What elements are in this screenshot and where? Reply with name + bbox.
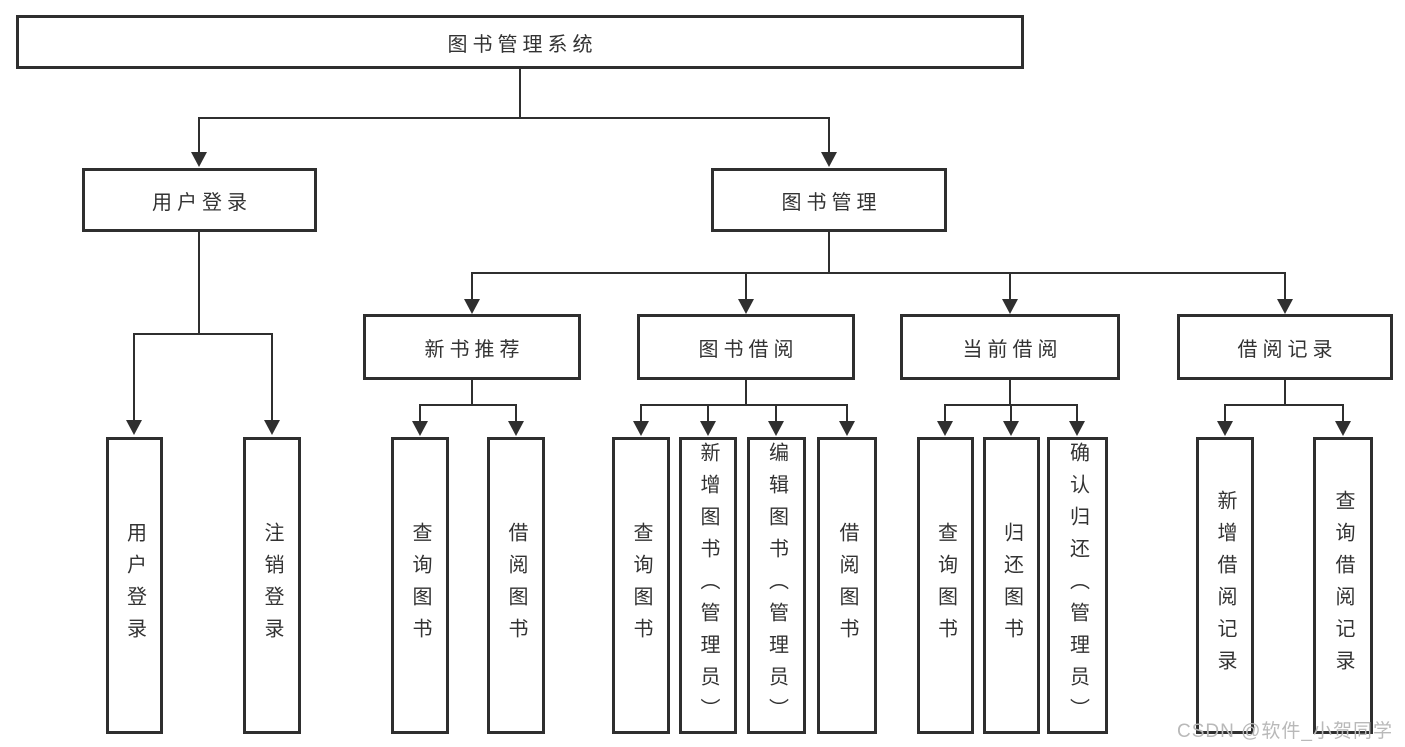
connector-line	[1076, 404, 1078, 422]
connector-line	[1009, 272, 1011, 300]
connector-line	[707, 404, 709, 422]
connector-line	[419, 404, 517, 406]
connector-line	[775, 404, 777, 422]
connector-line	[198, 117, 830, 119]
leaf-logout: 注销登录	[243, 437, 301, 734]
node-current-borrowing: 当前借阅	[900, 314, 1120, 380]
node-label: 新增借阅记录	[1214, 489, 1236, 682]
node-label: 查询借阅记录	[1332, 489, 1354, 682]
arrow-down-icon	[1217, 421, 1233, 436]
connector-line	[519, 69, 521, 119]
arrow-down-icon	[412, 421, 428, 436]
leaf-add-borrow-record: 新增借阅记录	[1196, 437, 1254, 734]
leaf-return-books: 归还图书	[983, 437, 1040, 734]
connector-line	[640, 404, 642, 422]
leaf-borrow-books: 借阅图书	[817, 437, 877, 734]
node-user-login: 用户登录	[82, 168, 317, 232]
leaf-add-books-admin: 新增图书（管理员）	[679, 437, 737, 734]
connector-line	[471, 272, 473, 300]
node-library-management-system: 图书管理系统	[16, 15, 1024, 69]
node-label: 新书推荐	[424, 338, 525, 361]
arrow-down-icon	[738, 299, 754, 314]
node-label: 图书借阅	[698, 338, 799, 361]
connector-line	[828, 232, 830, 274]
connector-line	[1010, 404, 1012, 422]
leaf-query-borrow-record: 查询借阅记录	[1313, 437, 1373, 734]
connector-line	[133, 333, 273, 335]
connector-line	[198, 232, 200, 335]
node-label: 新增图书（管理员）	[697, 441, 719, 730]
connector-line	[640, 404, 848, 406]
node-book-management: 图书管理	[711, 168, 947, 232]
node-label: 注销登录	[261, 521, 283, 650]
connector-line	[828, 117, 830, 153]
node-book-borrowing: 图书借阅	[637, 314, 855, 380]
connector-line	[419, 404, 421, 422]
arrow-down-icon	[464, 299, 480, 314]
arrow-down-icon	[937, 421, 953, 436]
arrow-down-icon	[191, 152, 207, 167]
connector-line	[745, 272, 747, 300]
arrow-down-icon	[839, 421, 855, 436]
connector-line	[944, 404, 946, 422]
arrow-down-icon	[264, 420, 280, 435]
leaf-borrow-books-recommend: 借阅图书	[487, 437, 545, 734]
node-label: 用户登录	[123, 521, 146, 650]
arrow-down-icon	[821, 152, 837, 167]
node-label: 查询图书	[409, 521, 431, 650]
connector-line	[1224, 404, 1226, 422]
arrow-down-icon	[1335, 421, 1351, 436]
connector-line	[1284, 272, 1286, 300]
connector-line	[1009, 380, 1011, 406]
leaf-query-books-borrowing: 查询图书	[612, 437, 670, 734]
connector-line	[1224, 404, 1344, 406]
arrow-down-icon	[126, 420, 142, 435]
arrow-down-icon	[1003, 421, 1019, 436]
arrow-down-icon	[700, 421, 716, 436]
node-label: 用户登录	[152, 191, 252, 214]
node-label: 当前借阅	[962, 338, 1063, 361]
connector-line	[846, 404, 848, 422]
node-new-book-recommendation: 新书推荐	[363, 314, 581, 380]
connector-line	[198, 117, 200, 153]
node-borrowing-records: 借阅记录	[1177, 314, 1393, 380]
node-label: 确认归还（管理员）	[1066, 441, 1089, 730]
leaf-query-books-recommend: 查询图书	[391, 437, 449, 734]
node-label: 借阅记录	[1237, 338, 1338, 361]
leaf-user-login: 用户登录	[106, 437, 163, 734]
arrow-down-icon	[1277, 299, 1293, 314]
leaf-confirm-return-admin: 确认归还（管理员）	[1047, 437, 1108, 734]
leaf-query-books-current: 查询图书	[917, 437, 974, 734]
connector-line	[471, 272, 1286, 274]
node-label: 借阅图书	[505, 521, 527, 650]
connector-line	[133, 333, 135, 421]
arrow-down-icon	[1002, 299, 1018, 314]
arrow-down-icon	[633, 421, 649, 436]
leaf-edit-books-admin: 编辑图书（管理员）	[747, 437, 806, 734]
node-label: 图书管理系统	[447, 33, 598, 56]
connector-line	[471, 380, 473, 406]
connector-line	[515, 404, 517, 422]
connector-line	[745, 380, 747, 406]
csdn-watermark: CSDN @软件_小贺同学	[1177, 721, 1393, 742]
arrow-down-icon	[768, 421, 784, 436]
arrow-down-icon	[1069, 421, 1085, 436]
node-label: 借阅图书	[836, 521, 858, 650]
connector-line	[1284, 380, 1286, 406]
arrow-down-icon	[508, 421, 524, 436]
connector-line	[1342, 404, 1344, 422]
node-label: 归还图书	[1000, 521, 1023, 650]
node-label: 查询图书	[630, 521, 652, 650]
connector-line	[271, 333, 273, 421]
node-label: 图书管理	[781, 191, 882, 214]
node-label: 编辑图书（管理员）	[765, 441, 788, 730]
node-label: 查询图书	[934, 521, 957, 650]
